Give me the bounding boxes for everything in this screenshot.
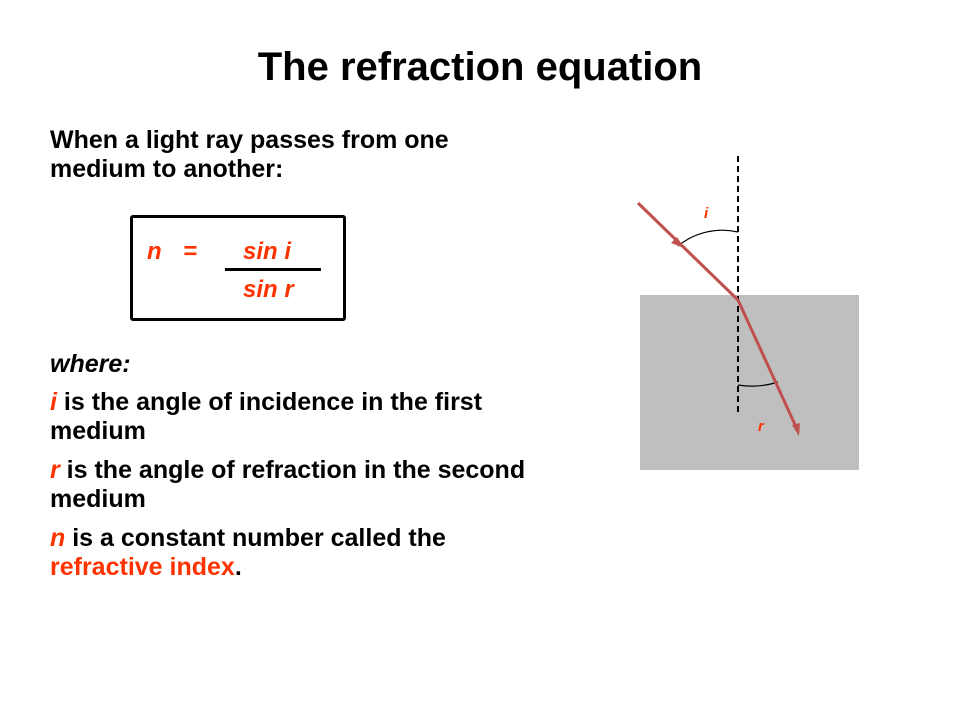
fraction-bar [225,268,321,271]
refractive-index-keyword: refractive index [50,553,235,581]
refracted-ray-arrowhead [792,423,800,436]
equation-equals: = [183,238,198,265]
equation-box: n = sin i sin r [130,215,346,321]
incident-angle-label: i [704,205,709,222]
definition-n: n is a constant number called the refrac… [50,524,550,582]
definition-text: is the angle of incidence in the first m… [50,388,483,445]
equation-lhs: n [147,238,162,265]
incident-ray-arrowhead [671,237,684,248]
equation-numerator: sin i [243,238,292,265]
definition-symbol: n [50,524,66,552]
incidence-angle-arc [677,229,739,247]
slide-title: The refraction equation [257,45,703,89]
definition-r: r is the angle of refraction in the seco… [50,456,550,514]
definition-end: . [234,553,242,581]
refracted-angle-label: r [758,418,765,435]
refraction-diagram: i r [636,156,859,470]
equation-denominator: sin r [243,276,294,303]
intro-text: When a light ray passes from one medium … [50,126,449,183]
incident-ray [636,201,740,302]
definition-text: is the angle of refraction in the second… [50,456,526,513]
where-label: where: [50,350,131,378]
definitions-list: i is the angle of incidence in the first… [50,388,550,592]
definition-i: i is the angle of incidence in the first… [50,388,550,446]
definition-symbol: r [50,456,60,484]
second-medium-block [640,295,859,470]
definition-text: is a constant number called the [65,524,446,552]
definition-symbol: i [50,388,57,416]
refracted-ray [736,299,799,430]
